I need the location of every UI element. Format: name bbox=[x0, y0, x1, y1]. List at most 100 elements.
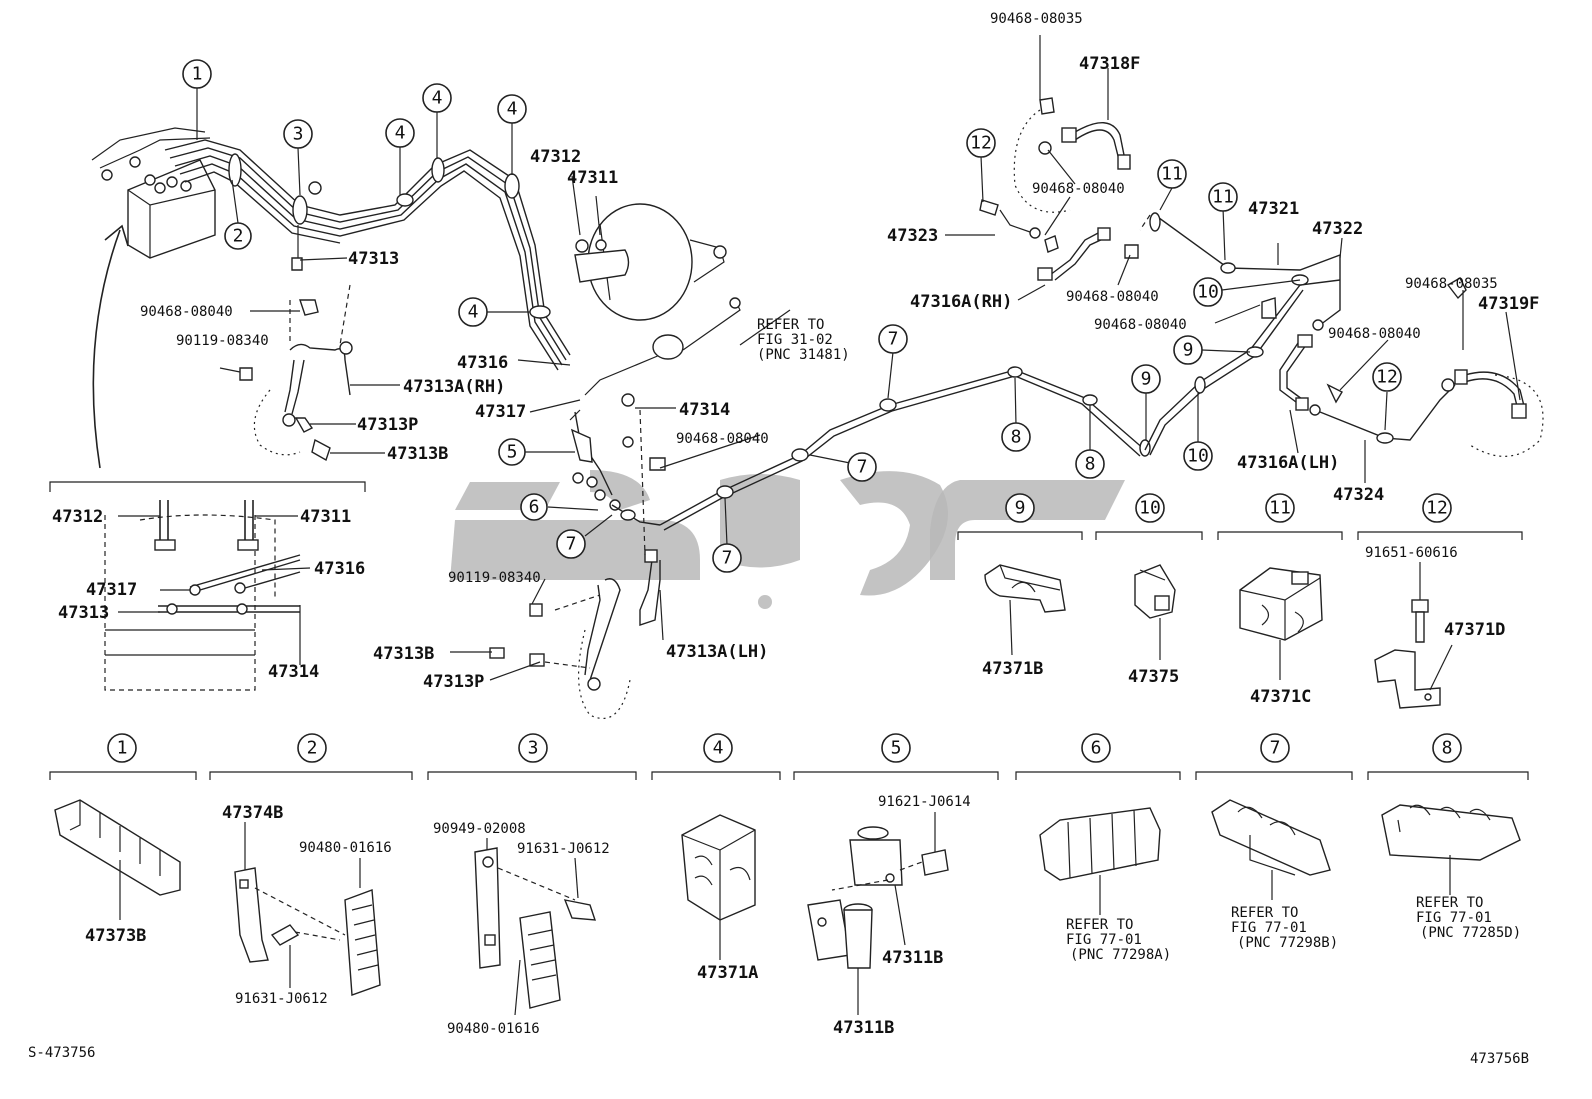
inset-leader-lines bbox=[118, 515, 311, 665]
part-label: FIG 77-01 bbox=[1231, 920, 1307, 936]
part-label: 47311B bbox=[882, 948, 943, 968]
callout-number: 3 bbox=[293, 124, 304, 145]
callout-number: 11 bbox=[1269, 498, 1291, 519]
callout-number: 7 bbox=[722, 548, 733, 569]
part-label: 47371A bbox=[697, 963, 758, 983]
callout-number: 10 bbox=[1139, 498, 1161, 519]
label-47316: 47316 bbox=[457, 353, 508, 373]
callout-number: 7 bbox=[857, 457, 868, 478]
label-47323: 47323 bbox=[887, 226, 938, 246]
part-label: REFER TO bbox=[1066, 917, 1133, 933]
part-label: 47316 bbox=[314, 559, 365, 579]
callout-number: 1 bbox=[117, 738, 128, 759]
part-label: 91631-J0612 bbox=[517, 841, 610, 857]
abs-actuator bbox=[91, 127, 216, 259]
label-90468-08040: 90468-08040 bbox=[676, 431, 769, 447]
label-90468-08035: 90468-08035 bbox=[1405, 276, 1498, 292]
figure-code-left: S-473756 bbox=[28, 1045, 95, 1061]
part-label: 47374B bbox=[222, 803, 283, 823]
front-rh-flex-hose bbox=[239, 257, 353, 462]
callout-number: 12 bbox=[1426, 498, 1448, 519]
label-90468-08035: 90468-08035 bbox=[990, 11, 1083, 27]
callout-number: 6 bbox=[1091, 738, 1102, 759]
callout-circles: 1 2 3 4 4 4 4 5 6 7 7 7 7 8 8 9 9 10 10 … bbox=[182, 59, 1402, 573]
part-label: 47314 bbox=[268, 662, 319, 682]
label-47311: 47311 bbox=[567, 168, 618, 188]
label-47318F: 47318F bbox=[1079, 54, 1140, 74]
callout-number: 4 bbox=[713, 738, 724, 759]
part-label: 47312 bbox=[52, 507, 103, 527]
callout-number: 7 bbox=[888, 329, 899, 350]
callout-number: 7 bbox=[1270, 738, 1281, 759]
callout-number: 11 bbox=[1161, 164, 1183, 185]
part-label: 47311B bbox=[833, 1018, 894, 1038]
brake-tube-bundle bbox=[164, 139, 571, 371]
label-90119-08340: 90119-08340 bbox=[176, 333, 269, 349]
label-90468-08040: 90468-08040 bbox=[1032, 181, 1125, 197]
label-90468-08040: 90468-08040 bbox=[140, 304, 233, 320]
label-47313P: 47313P bbox=[357, 415, 418, 435]
part-label: 91651-60616 bbox=[1365, 545, 1458, 561]
part-label: 90480-01616 bbox=[447, 1021, 540, 1037]
part-label: 47317 bbox=[86, 580, 137, 600]
callout-number: 4 bbox=[507, 99, 518, 120]
part-label: 90949-02008 bbox=[433, 821, 526, 837]
part-label: 47375 bbox=[1128, 667, 1179, 687]
label-47312: 47312 bbox=[530, 147, 581, 167]
inset-view bbox=[49, 481, 366, 691]
callout-number: 8 bbox=[1011, 427, 1022, 448]
label-47324: 47324 bbox=[1333, 485, 1384, 505]
part-label: (PNC 77298B) bbox=[1237, 935, 1338, 951]
label-90468-08040: 90468-08040 bbox=[1066, 289, 1159, 305]
label-47313B: 47313B bbox=[373, 644, 434, 664]
label-47321: 47321 bbox=[1248, 199, 1299, 219]
callout-number: 11 bbox=[1212, 187, 1234, 208]
part-label: (PNC 77298A) bbox=[1070, 947, 1171, 963]
part-label: 47313 bbox=[58, 603, 109, 623]
label-90468-08040: 90468-08040 bbox=[1094, 317, 1187, 333]
callout-number: 9 bbox=[1015, 498, 1026, 519]
part-label: 91621-J0614 bbox=[878, 794, 971, 810]
part-label: 47371D bbox=[1444, 620, 1505, 640]
part-label: FIG 77-01 bbox=[1416, 910, 1492, 926]
callout-number: 4 bbox=[468, 302, 479, 323]
detail-row-upper: 9 10 11 12 47371B 47375 47371C 91651-606… bbox=[957, 493, 1523, 709]
part-label: (PNC 77285D) bbox=[1420, 925, 1521, 941]
refer-text: (PNC 31481) bbox=[757, 347, 850, 363]
part-label: 47371C bbox=[1250, 687, 1311, 707]
part-label: 91631-J0612 bbox=[235, 991, 328, 1007]
callout-number: 8 bbox=[1442, 738, 1453, 759]
label-47313B: 47313B bbox=[387, 444, 448, 464]
label-47314: 47314 bbox=[679, 400, 730, 420]
callout-number: 9 bbox=[1141, 369, 1152, 390]
callout-number: 7 bbox=[566, 534, 577, 555]
label-47322: 47322 bbox=[1312, 219, 1363, 239]
label-47317: 47317 bbox=[475, 402, 526, 422]
callout-number: 12 bbox=[970, 133, 992, 154]
part-label: FIG 77-01 bbox=[1066, 932, 1142, 948]
part-label: 47371B bbox=[982, 659, 1043, 679]
label-47316A-RH: 47316A(RH) bbox=[910, 292, 1012, 312]
label-47319F: 47319F bbox=[1478, 294, 1539, 314]
part-label: 47311 bbox=[300, 507, 351, 527]
label-47313: 47313 bbox=[348, 249, 399, 269]
label-47313P: 47313P bbox=[423, 672, 484, 692]
callout-number: 2 bbox=[307, 738, 318, 759]
reference-arrow bbox=[92, 229, 121, 469]
label-47313A-RH: 47313A(RH) bbox=[403, 377, 505, 397]
callout-number: 9 bbox=[1183, 340, 1194, 361]
callout-number: 4 bbox=[395, 123, 406, 144]
part-label: REFER TO bbox=[1231, 905, 1298, 921]
inset-labels: 47312 47311 47317 47316 47313 47314 bbox=[52, 507, 365, 682]
label-90468-08040: 90468-08040 bbox=[1328, 326, 1421, 342]
refer-text: FIG 31-02 bbox=[757, 332, 833, 348]
callout-number: 12 bbox=[1376, 367, 1398, 388]
callout-number: 1 bbox=[192, 64, 203, 85]
callout-number: 2 bbox=[233, 226, 244, 247]
refer-text: REFER TO bbox=[757, 317, 824, 333]
brake-booster bbox=[574, 203, 727, 321]
part-label: 90480-01616 bbox=[299, 840, 392, 856]
callout-number: 5 bbox=[891, 738, 902, 759]
callout-number: 5 bbox=[507, 442, 518, 463]
